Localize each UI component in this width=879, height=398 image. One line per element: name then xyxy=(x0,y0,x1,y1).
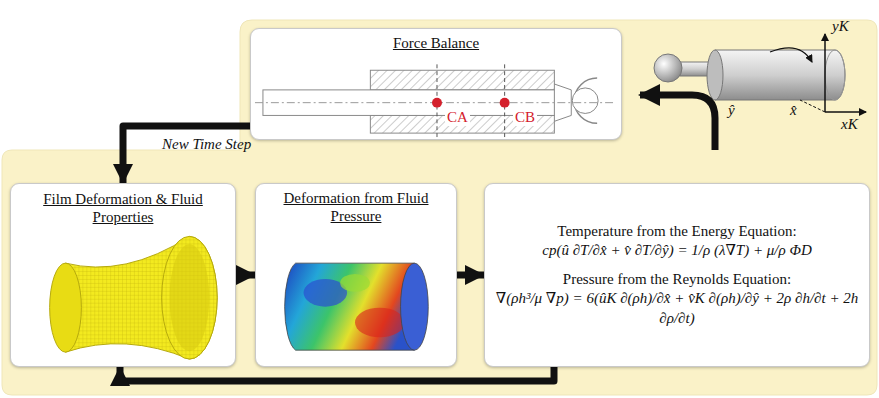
drawing-part xyxy=(572,88,598,114)
drawing-part xyxy=(824,34,826,112)
flow-arrow xyxy=(123,126,250,183)
process-box: Force BalanceCA CB xyxy=(250,28,622,140)
box-heading: Deformation from Fluid Pressure xyxy=(256,184,456,225)
process-box: Film Deformation & Fluid Properties xyxy=(10,183,236,367)
drawing-part xyxy=(825,50,845,100)
flow-arrow xyxy=(457,272,484,279)
flow-arrow xyxy=(120,367,554,381)
equation-heading: Pressure from the Reynolds Equation: xyxy=(563,270,791,289)
axis-label: x̂ xyxy=(790,102,797,119)
flow-arrow xyxy=(236,272,255,279)
point-label: CB xyxy=(513,109,537,126)
drawing-part xyxy=(707,50,723,100)
drawing-part xyxy=(66,236,218,359)
axis-label: xK xyxy=(841,116,858,133)
point-label: CA xyxy=(445,109,470,126)
drawing-part xyxy=(370,70,554,90)
drawing-part xyxy=(500,98,510,108)
drawing-part xyxy=(654,54,682,82)
drawing-part xyxy=(2,20,877,395)
equation: ∇(ρh³/μ ∇p) = 6(ûK ∂(ρh)/∂x̂ + v̂K ∂(ρh)… xyxy=(495,289,859,328)
drawing-part xyxy=(640,95,715,150)
drawing-part xyxy=(432,98,442,108)
box-heading: Force Balance xyxy=(251,29,621,52)
edge-label: New Time Step xyxy=(162,136,251,153)
drawing-part xyxy=(401,263,429,350)
axis-label: yK xyxy=(832,18,849,35)
drawing-part xyxy=(162,236,218,359)
drawing-part xyxy=(50,263,82,352)
drawing-part xyxy=(825,111,866,113)
process-box: Deformation from Fluid Pressure xyxy=(255,183,457,367)
drawing-part xyxy=(800,100,825,112)
equation-heading: Temperature from the Energy Equation: xyxy=(557,222,796,241)
equation: cp(û ∂T/∂x̂ + v̂ ∂T/∂ŷ) = 1/ρ (λ∇T) + μ/… xyxy=(542,241,811,261)
drawing-part xyxy=(340,274,370,292)
drawing-part xyxy=(770,48,812,62)
drawing-part xyxy=(170,244,210,351)
axis-label: ŷ xyxy=(728,102,735,119)
box-heading: Film Deformation & Fluid Properties xyxy=(11,184,235,226)
equation-box: Temperature from the Energy Equation:cp(… xyxy=(484,183,870,367)
drawing-part xyxy=(355,308,405,338)
